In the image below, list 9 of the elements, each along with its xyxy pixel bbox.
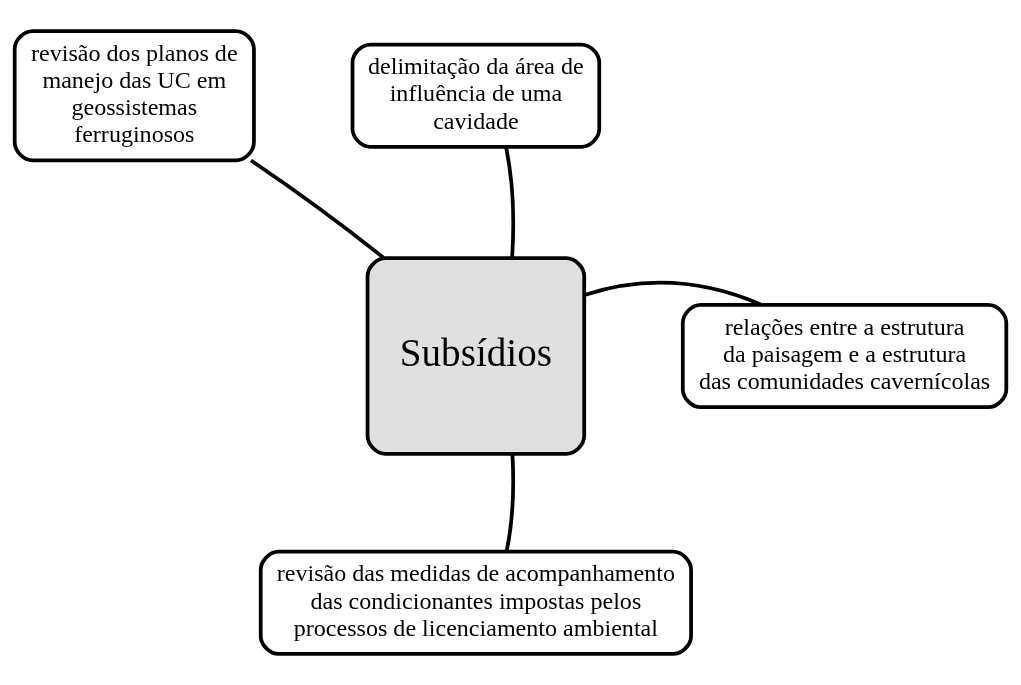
node-box: delimitação da área de influência de uma cavidade [350, 42, 602, 149]
connector [584, 280, 762, 307]
connector [249, 158, 385, 260]
node-box: relações entre a estrutura da paisagem e a estrutura das comunidades cavernícolas [680, 303, 1009, 410]
connector [504, 147, 515, 259]
node-box: revisão das medidas de acompanhamento das condicionantes impostas pelos processos de licenciamento ambiental [258, 549, 693, 656]
connector [504, 453, 515, 552]
node-box: Subsídios [365, 256, 587, 456]
node-box: revisão dos planos de manejo das UC em geossistemas ferruginosos [12, 29, 256, 163]
